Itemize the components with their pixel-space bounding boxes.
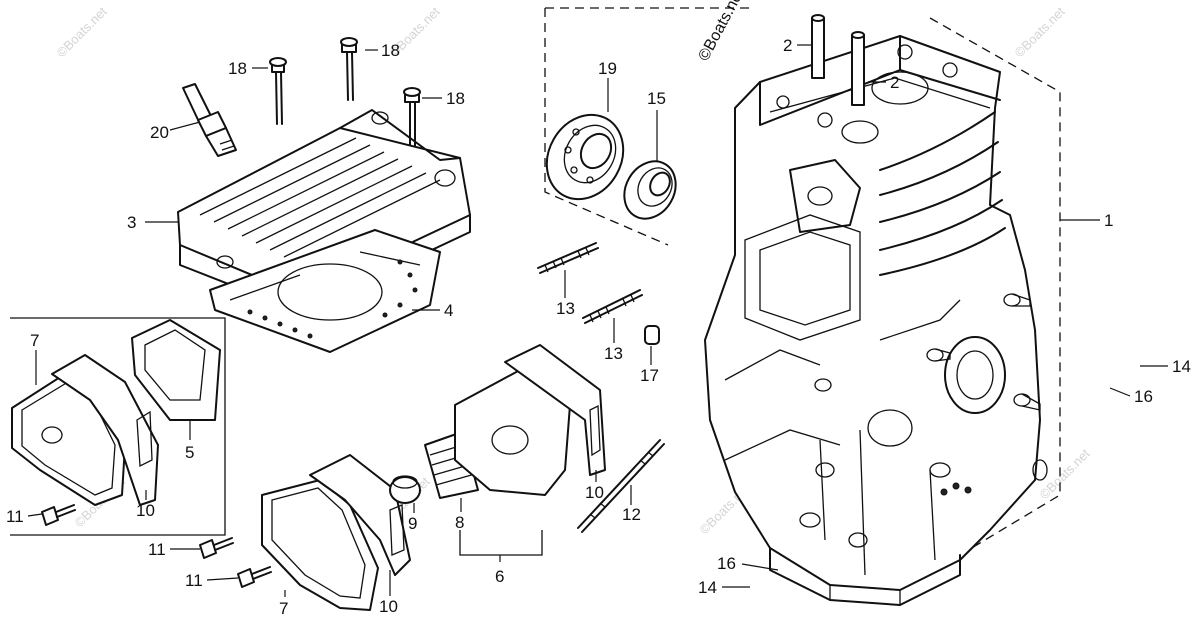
breather-gasket-icon: [51, 354, 159, 506]
ball-bearing-icon: [545, 113, 625, 201]
callout-16b: 16: [717, 554, 736, 573]
collar-icon: [389, 475, 421, 504]
callout-19: 19: [598, 59, 617, 78]
lower-gasket-icon: [309, 454, 411, 576]
watermark-7: ©Boats.net: [1037, 446, 1093, 502]
callout-3: 3: [127, 213, 136, 232]
stud-bolt-icon: [537, 242, 665, 533]
callout-18a: 18: [228, 59, 247, 78]
callout-4: 4: [444, 301, 453, 320]
callout-10a: 10: [136, 501, 155, 520]
callout-10c: 10: [585, 483, 604, 502]
head-gasket-icon: [209, 229, 441, 353]
watermark-3: ©Boats.net: [1012, 4, 1068, 60]
callout-16a: 16: [1134, 387, 1153, 406]
breather-valve-icon: [131, 319, 221, 421]
callout-14b: 14: [698, 578, 717, 597]
oil-seal-icon: [623, 160, 677, 220]
spark-plug-icon: [182, 83, 237, 157]
bolt-icon: [269, 37, 421, 151]
callout-11a: 11: [6, 507, 24, 526]
callout-8: 8: [455, 513, 464, 532]
callout-5: 5: [185, 443, 194, 462]
inset-box: [10, 317, 226, 536]
callout-13b: 13: [604, 344, 623, 363]
callout-7b: 7: [279, 599, 288, 618]
leader-lines: [27, 44, 1168, 597]
callout-1: 1: [1104, 211, 1113, 230]
callout-17: 17: [640, 366, 659, 385]
callout-labels: 1 2 2 3 4 5 6 7 7 8 9 10 10 10 11 11 11 …: [6, 36, 1191, 618]
callout-11c: 11: [185, 571, 203, 590]
callout-10b: 10: [379, 597, 398, 616]
callout-6: 6: [495, 567, 504, 586]
callout-7a: 7: [30, 331, 39, 350]
dowel-pin-icon: [811, 14, 865, 106]
breather-housing-icon: [454, 344, 606, 496]
dashed-bracket-block-right: [929, 17, 1061, 556]
watermark-main: ©Boats.net: [696, 0, 749, 64]
callout-2a: 2: [783, 36, 792, 55]
dashed-bracket-block-left: [544, 8, 669, 246]
watermark-1: ©Boats.net: [54, 4, 110, 60]
callout-12: 12: [622, 505, 641, 524]
callout-9: 9: [408, 514, 417, 533]
grouping-lines: [10, 7, 1061, 556]
small-bolt-icon: [41, 504, 272, 588]
dowel-pin-17-icon: [644, 325, 660, 345]
callout-18c: 18: [446, 89, 465, 108]
callout-18b: 18: [381, 41, 400, 60]
callout-15: 15: [647, 89, 666, 108]
callout-13a: 13: [556, 299, 575, 318]
callout-20: 20: [150, 123, 169, 142]
callout-14a: 14: [1172, 357, 1191, 376]
callout-11b: 11: [148, 540, 166, 559]
cylinder-block-icon: [704, 35, 1048, 606]
callout-2b: 2: [890, 73, 899, 92]
bracket-6: [459, 530, 543, 556]
cylinder-head-icon: [177, 109, 471, 313]
